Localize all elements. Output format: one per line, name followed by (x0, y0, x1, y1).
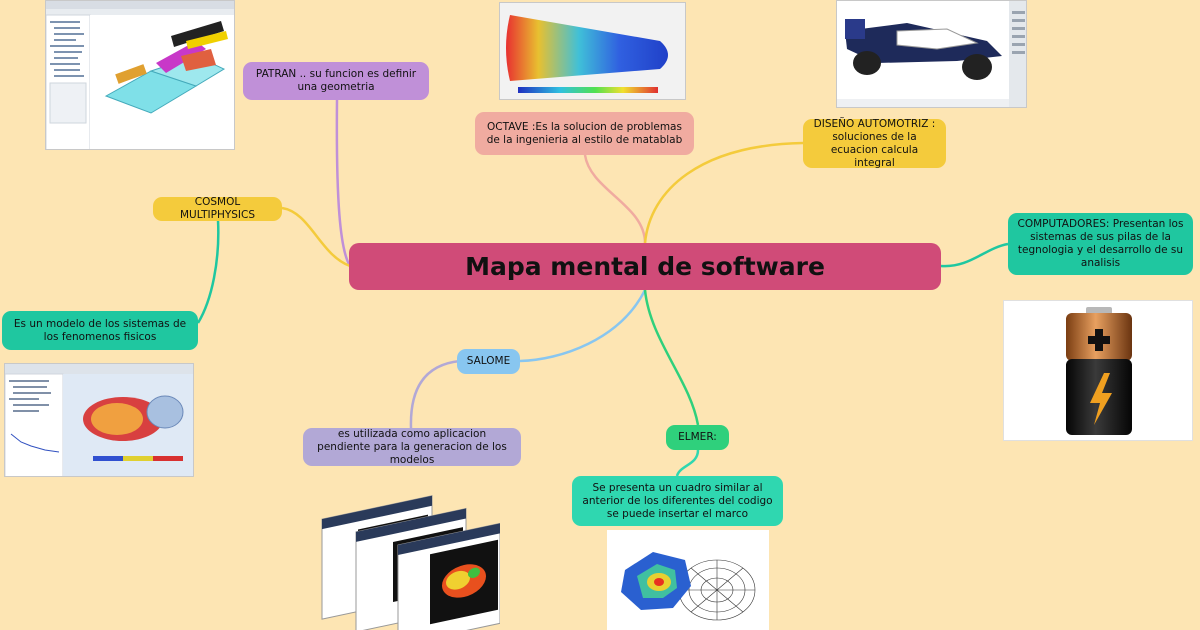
link-cosmol-modelo (196, 219, 220, 324)
link-computadores (940, 242, 1009, 268)
node-utilizada[interactable]: es utilizada como aplicacion pendiente p… (303, 428, 521, 466)
node-cosmol-multiphysics[interactable]: COSMOL MULTIPHYSICS (153, 196, 282, 221)
link-cosmol (281, 206, 351, 268)
node-cuadro-similar[interactable]: Se presenta un cuadro similar al anterio… (572, 476, 783, 526)
link-diseno (643, 141, 804, 244)
node-salome[interactable]: SALOME (457, 349, 520, 374)
node-elmer[interactable]: ELMER: (666, 425, 729, 450)
link-elmer-cuadro (675, 449, 700, 477)
elmer-mesh-image (607, 530, 769, 630)
race-car-image (836, 0, 1027, 108)
node-octave[interactable]: OCTAVE :Es la solucion de problemas de l… (475, 112, 694, 155)
node-computadores[interactable]: COMPUTADORES: Presentan los sistemas de … (1008, 213, 1193, 275)
link-patran (335, 99, 352, 267)
octave-contour-image (499, 2, 686, 100)
comsol-screenshot-image (4, 363, 194, 477)
node-modelo-fenomenos[interactable]: Es un modelo de los sistemas de los feno… (2, 311, 198, 350)
node-patran[interactable]: PATRAN .. su funcion es definir una geom… (243, 62, 429, 100)
node-diseno-automotriz[interactable]: DISEÑO AUTOMOTRIZ : soluciones de la ecu… (803, 118, 946, 169)
link-salome (519, 289, 647, 363)
link-octave (583, 154, 647, 244)
central-topic[interactable]: Mapa mental de software (349, 243, 941, 290)
link-elmer (643, 289, 700, 426)
salome-screenshots-image (318, 480, 500, 630)
link-salome-utilizada (409, 359, 461, 429)
battery-image (1003, 300, 1193, 441)
patran-screenshot-image (45, 0, 235, 150)
